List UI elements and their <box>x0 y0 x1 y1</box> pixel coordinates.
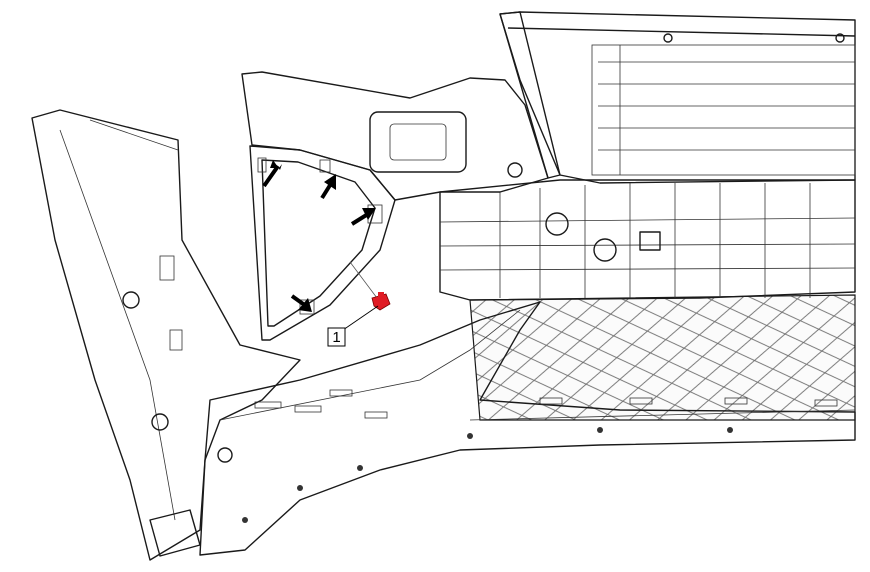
bumper-fascia-left <box>31 109 301 561</box>
push-pin-retainer-icon <box>349 261 391 311</box>
arrow-icon <box>320 174 336 200</box>
arrow-icon <box>290 294 312 312</box>
arrow-icon <box>262 160 282 188</box>
bumper-carrier-bracket <box>439 179 856 301</box>
callout-1: 1 <box>327 305 379 347</box>
upper-grille-frame <box>499 11 856 184</box>
lower-grille-mesh <box>469 294 856 421</box>
bumper-fascia-lower <box>199 301 856 556</box>
headlamp-bracket <box>241 71 549 201</box>
arrow-icon <box>350 208 376 226</box>
callout-1-label: 1 <box>332 329 340 346</box>
